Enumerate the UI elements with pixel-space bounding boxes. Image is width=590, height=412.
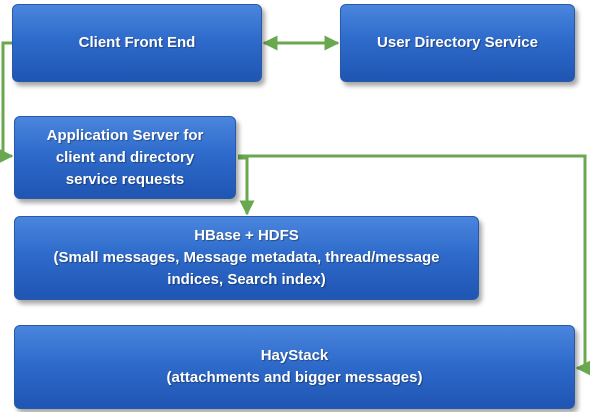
node-client-front-end: Client Front End (12, 4, 262, 82)
node-label-line-1: HayStack (260, 347, 329, 364)
node-haystack: HayStack (attachments and bigger message… (14, 325, 575, 409)
node-label-line-1: Application Server for (46, 126, 204, 144)
node-label-line-3: service requests (65, 170, 185, 188)
node-hbase-hdfs: HBase + HDFS (Small messages, Message me… (14, 216, 479, 300)
node-user-directory-service: User Directory Service (340, 4, 575, 82)
connector-appserver-hbase (238, 156, 255, 216)
node-application-server: Application Server for client and direct… (14, 116, 236, 199)
node-label: User Directory Service (377, 34, 538, 51)
node-label-line-1: HBase + HDFS (194, 227, 299, 244)
node-label-line-2: client and directory (55, 148, 195, 166)
node-label-line-2: (attachments and bigger messages) (166, 369, 423, 386)
node-label-line-2: (Small messages, Message metadata, threa… (53, 249, 440, 266)
connector-client-appserver (0, 41, 14, 164)
node-label-line-3: indices, Search index) (167, 271, 326, 288)
node-label: Client Front End (78, 34, 196, 51)
